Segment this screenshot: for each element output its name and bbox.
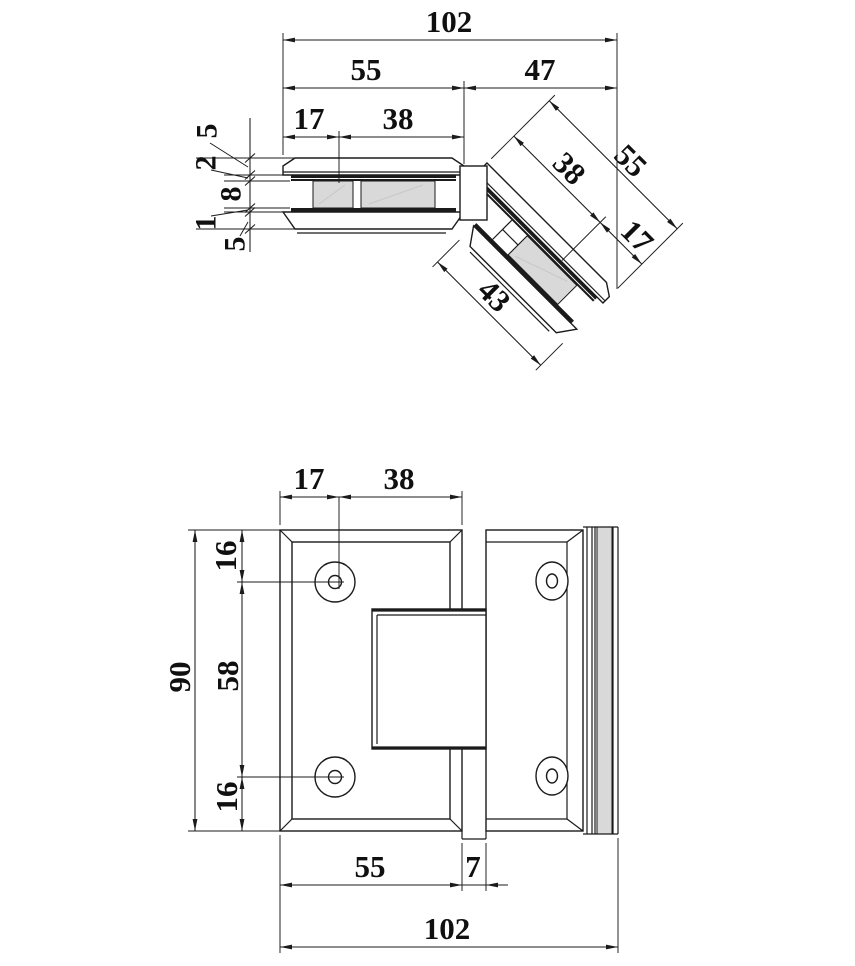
dim-gasket-bottom: 1 — [190, 216, 223, 231]
dim-hole-to-edge-front: 38 — [384, 461, 415, 496]
slotted-screw-hole-center — [545, 768, 559, 784]
slotted-screw-hole-center — [545, 573, 559, 589]
top-gasket-band — [476, 180, 598, 302]
dim-base-plate: 5 — [219, 237, 252, 252]
dim-top-margin: 16 — [208, 541, 243, 572]
front-view-dimensions: 17 38 90 16 58 16 55 7 102 — [162, 461, 619, 953]
dim-hole-spacing: 58 — [210, 661, 245, 692]
dim-cover-plate: 5 — [191, 124, 224, 139]
dim-angled-leaf-length: 55 — [608, 137, 655, 184]
dim-gasket-top: 2 — [190, 156, 223, 171]
top-view-dimensions: 102 55 47 17 38 — [282, 4, 618, 289]
hinge-knuckle — [459, 165, 488, 221]
dim-hole-to-knuckle-top: 38 — [383, 101, 414, 136]
dim-plate-width-front: 55 — [355, 849, 386, 884]
thickness-stack-dimensions: 5 2 8 1 5 — [190, 118, 296, 252]
right-plate — [485, 529, 584, 832]
front-view: 17 38 90 16 58 16 55 7 102 — [162, 461, 619, 953]
glass-section — [360, 180, 436, 209]
dim-glass-thickness: 8 — [215, 187, 248, 202]
dim-edge-to-hole-front: 17 — [294, 461, 325, 496]
dim-overall-width-front: 102 — [424, 911, 471, 946]
dim-fixed-leaf-length: 55 — [351, 52, 382, 87]
dim-plate-height: 90 — [162, 662, 197, 693]
hinge-tongue — [371, 608, 487, 750]
dim-edge-to-hole-top: 17 — [294, 101, 325, 136]
top-view: 55 38 17 43 102 55 47 17 38 — [190, 4, 684, 371]
dim-bottom-margin: 16 — [209, 782, 244, 813]
base-plate-profile — [281, 211, 466, 230]
knuckle-bottom — [461, 831, 487, 840]
top-gasket-band — [291, 175, 456, 181]
dim-overall-width-top: 102 — [426, 4, 473, 39]
glass-panel-edge — [583, 526, 619, 835]
bottom-gasket-band — [291, 208, 456, 212]
fixed-leaf-profile — [281, 157, 466, 234]
dim-angled-hole-to-knuckle: 38 — [546, 145, 593, 192]
dim-knuckle-gap: 7 — [465, 849, 481, 884]
dim-angled-span: 47 — [525, 52, 556, 87]
